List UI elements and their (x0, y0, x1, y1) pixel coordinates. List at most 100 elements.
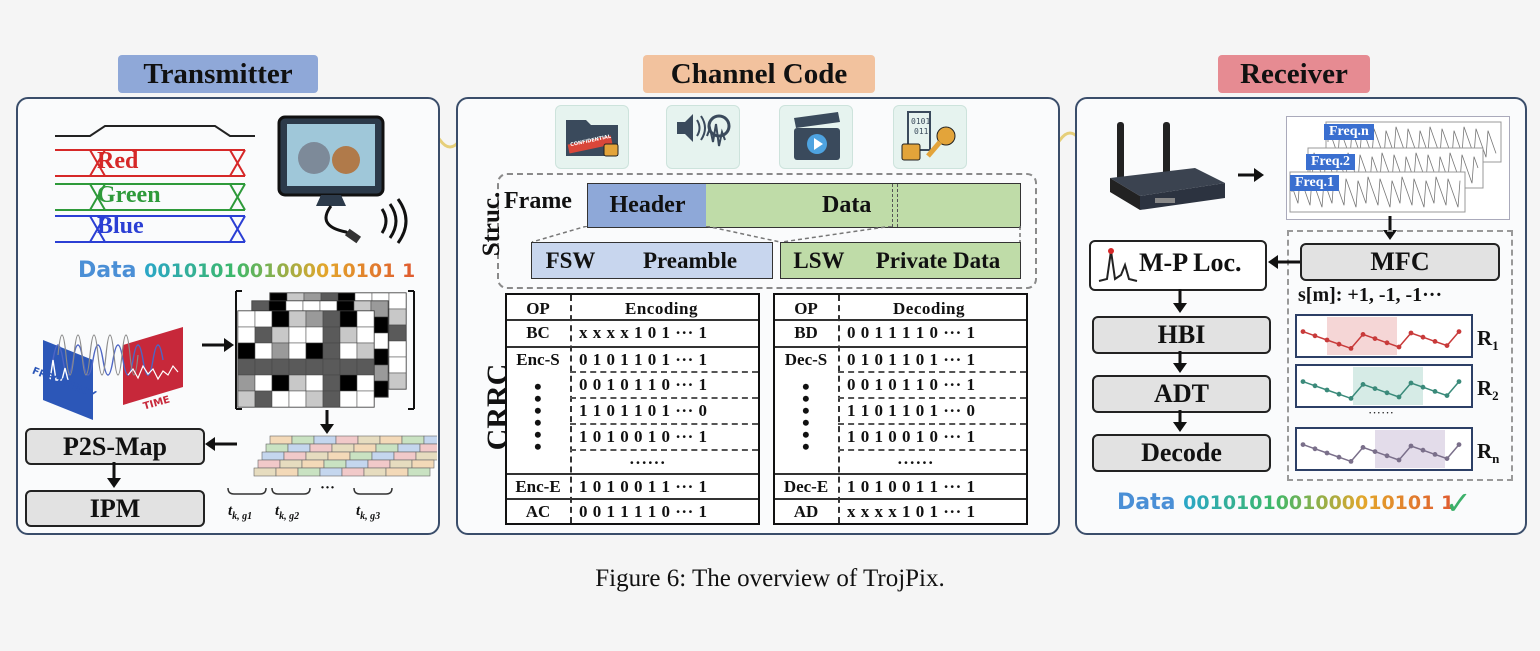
table-bits-cell: ······ (629, 453, 667, 472)
check-icon: ✓ (1445, 484, 1472, 522)
r-point (1432, 452, 1438, 457)
table-row-divider (570, 371, 758, 373)
table-row-divider (507, 498, 758, 500)
block-cell (265, 443, 289, 453)
table-op-cell: Enc-E (515, 477, 561, 496)
struc-label: Struc. (478, 191, 505, 257)
grid-bracket-left (235, 290, 242, 410)
table-bits-cell: 0 0 1 1 1 1 0 ··· 1 (847, 323, 976, 342)
block-cell (275, 467, 299, 477)
table-bits-cell: 1 0 1 0 0 1 0 ··· 1 (847, 427, 976, 446)
data-block-label: Data (822, 192, 872, 218)
block-cell (423, 435, 437, 445)
table-row-divider (570, 397, 758, 399)
table-row-divider (838, 449, 1026, 451)
table-row-divider (507, 473, 758, 475)
grid-cell (271, 342, 290, 360)
grid-cell (339, 358, 358, 376)
grid-cell (339, 390, 358, 408)
table-row-divider (775, 319, 1026, 321)
frame-label: Frame (504, 188, 572, 214)
table-bits-cell: 0 1 0 1 1 0 1 ··· 1 (579, 350, 708, 369)
freq-label-1: Freq.1 (1290, 175, 1340, 191)
table-row-divider (775, 498, 1026, 500)
r-point (1384, 390, 1390, 396)
r-point (1300, 379, 1306, 384)
r-point (1456, 379, 1462, 384)
header-block: Header (587, 183, 708, 228)
table-bits-cell: x x x x 1 0 1 ··· 1 (579, 323, 708, 342)
grid-cell (305, 390, 324, 408)
grid-cell (237, 358, 256, 376)
grid-cell (339, 374, 358, 392)
r-point (1348, 459, 1354, 464)
r-point (1456, 329, 1462, 334)
r-point (1456, 442, 1462, 447)
grid-cell (356, 310, 375, 328)
table-row-divider (507, 319, 758, 321)
frame-expand-lines (531, 226, 1021, 243)
r-point (1432, 389, 1438, 394)
grid-cell (237, 342, 256, 360)
channel-title: Channel Code (643, 55, 875, 93)
blue-label: Blue (97, 213, 144, 239)
adt-box: ADT (1092, 375, 1271, 413)
r-point (1348, 346, 1354, 351)
r-point (1372, 386, 1378, 391)
r-point (1372, 336, 1378, 341)
svg-text:0101: 0101 (911, 117, 930, 126)
encrypted-key-icon: 0101 011 (893, 105, 967, 169)
grid-cell (322, 326, 341, 344)
mfc-box: MFC (1300, 243, 1500, 281)
r-point (1396, 457, 1402, 463)
arrow-hbi-adt (1173, 351, 1187, 373)
block-cell (291, 435, 315, 445)
block-cell (327, 451, 351, 461)
r-point (1384, 453, 1390, 459)
transmitter-data-bits: 0010101001000010101 1 (144, 260, 416, 282)
grid-cell (254, 310, 273, 328)
block-cell (357, 435, 381, 445)
fsw-block: FSW (531, 242, 610, 279)
table-row-divider (838, 371, 1026, 373)
r2-label: R2 (1477, 376, 1499, 404)
arrow-adt-decode (1173, 410, 1187, 432)
table-row-divider (838, 397, 1026, 399)
transmitter-data-row: Data 0010101001000010101 1 (78, 258, 415, 283)
grid-cell (322, 342, 341, 360)
table-op-cell: Dec-S (784, 350, 828, 369)
t-ellipsis: ··· (320, 480, 336, 496)
table-row-divider (570, 423, 758, 425)
block-cell (407, 467, 431, 477)
grid-cell (271, 374, 290, 392)
table-divider (838, 295, 840, 523)
monitor-icon (277, 115, 408, 244)
grid-cell (288, 374, 307, 392)
table-row: ······ (507, 449, 758, 476)
grid-cell (271, 390, 290, 408)
grid-cell (322, 358, 341, 376)
confidential-folder-icon: CONFIDENTIAL (555, 105, 629, 169)
grid-cell (388, 308, 407, 326)
block-cell (341, 467, 365, 477)
t-label-3: tk, g3 (356, 503, 381, 522)
r-point (1408, 380, 1414, 386)
grid-cell (388, 372, 407, 390)
table-op-cell: Dec-E (783, 477, 829, 496)
table-vertical-ellipsis: •••••• (534, 374, 542, 459)
grid-cell (288, 326, 307, 344)
pixel-grid-stack (235, 290, 415, 410)
figure-caption: Figure 6: The overview of TrojPix. (595, 565, 945, 592)
data-block-divider (892, 184, 898, 227)
r-point (1420, 334, 1426, 340)
svg-text:011: 011 (914, 127, 929, 136)
grid-cell (288, 390, 307, 408)
video-clapper-icon (779, 105, 853, 169)
arrow-mp-hbi (1173, 289, 1187, 313)
router-icon (1110, 122, 1225, 210)
mp-loc-label: M-P Loc. (1139, 248, 1242, 277)
